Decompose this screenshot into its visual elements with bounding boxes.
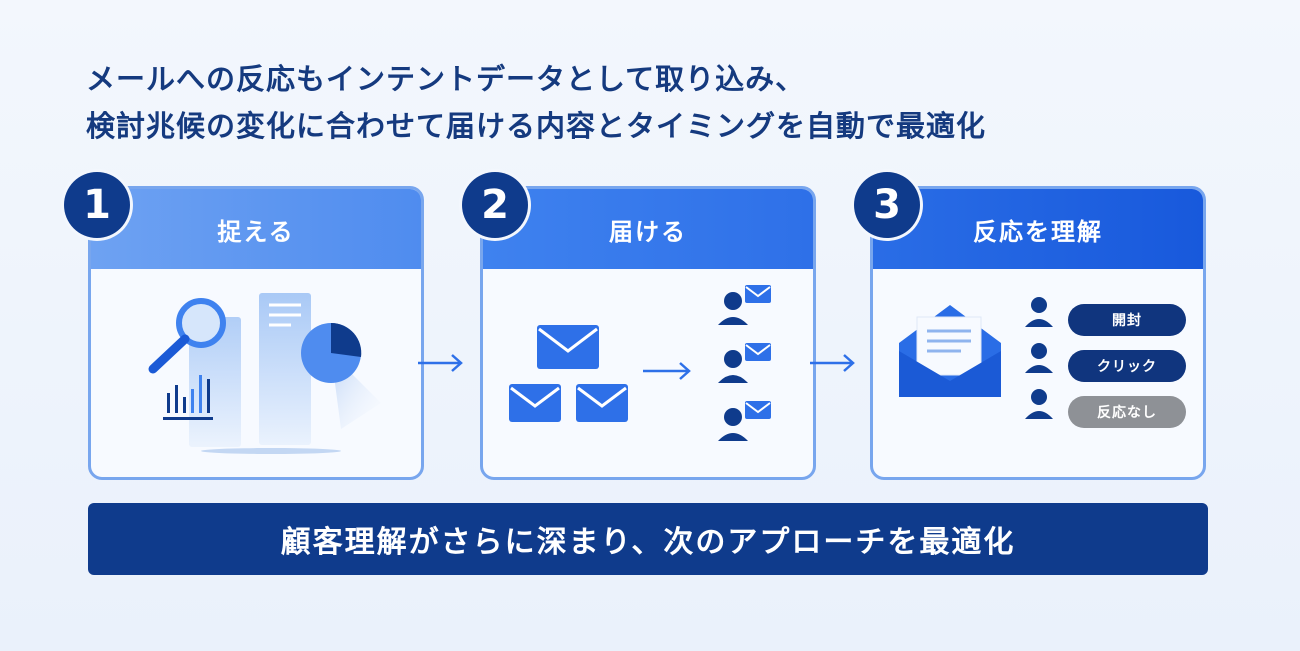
step-1-illustration bbox=[91, 269, 421, 477]
mail-icon bbox=[509, 384, 561, 422]
step-1-title: 捉える bbox=[91, 189, 421, 269]
step-2-illustration bbox=[483, 269, 813, 477]
mail-icon bbox=[537, 325, 599, 369]
step-1-number: 1 bbox=[64, 172, 130, 238]
summary-banner: 顧客理解がさらに深まり、次のアプローチを最適化 bbox=[88, 503, 1208, 575]
step-3-title: 反応を理解 bbox=[873, 189, 1203, 269]
headline-line-1: メールへの反応もインテントデータとして取り込み、 bbox=[86, 62, 806, 96]
user-mail-icon bbox=[718, 343, 771, 383]
mail-icon bbox=[576, 384, 628, 422]
headline-line-2: 検討兆候の変化に合わせて届ける内容とタイミングを自動で最適化 bbox=[86, 109, 987, 143]
status-badge-clicked: クリック bbox=[1068, 350, 1186, 382]
step-3-number: 3 bbox=[854, 172, 920, 238]
headline: メールへの反応もインテントデータとして取り込み、 検討兆候の変化に合わせて届ける… bbox=[86, 56, 1226, 150]
step-2-number: 2 bbox=[462, 172, 528, 238]
arrow-right-icon bbox=[810, 354, 855, 372]
user-icon bbox=[1025, 389, 1053, 419]
arrow-right-icon bbox=[643, 362, 691, 380]
user-icon bbox=[1025, 343, 1053, 373]
arrow-right-icon bbox=[418, 354, 463, 372]
step-2-title: 届ける bbox=[483, 189, 813, 269]
document-icon bbox=[189, 293, 341, 454]
magnifier-icon bbox=[148, 298, 226, 374]
bar-chart-icon bbox=[163, 375, 213, 420]
open-envelope-icon bbox=[899, 305, 1001, 397]
step-2-card: 届ける bbox=[480, 186, 816, 480]
step-3-card: 反応を理解 開封 クリック bbox=[870, 186, 1206, 480]
pie-chart-icon bbox=[301, 322, 381, 429]
step-1-card: 捉える bbox=[88, 186, 424, 480]
user-icon bbox=[1025, 297, 1053, 327]
user-mail-icon bbox=[718, 401, 771, 441]
step-3-illustration: 開封 クリック 反応なし bbox=[873, 269, 1203, 477]
user-mail-icon bbox=[718, 285, 771, 325]
status-badge-no-response: 反応なし bbox=[1068, 396, 1186, 428]
status-badge-opened: 開封 bbox=[1068, 304, 1186, 336]
